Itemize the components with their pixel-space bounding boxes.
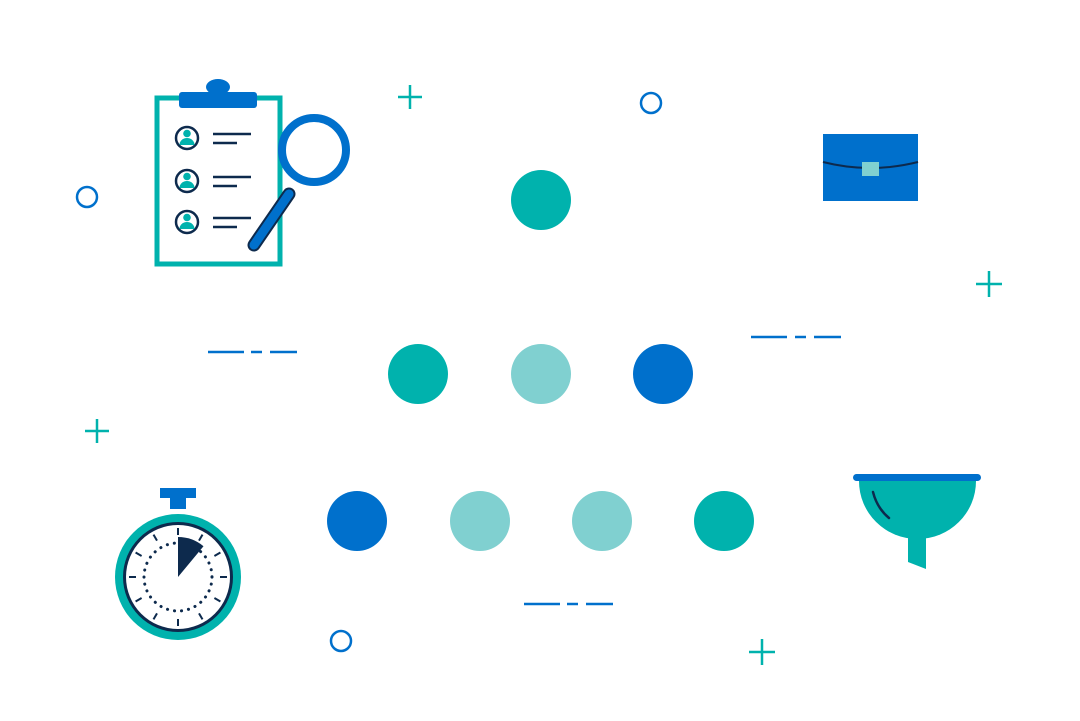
funnel-highlight	[871, 490, 891, 520]
stopwatch-tick	[213, 597, 221, 603]
clipboard-with-magnifier-icon	[154, 79, 350, 267]
stopwatch-icon	[115, 488, 241, 640]
clipboard-list-row	[174, 125, 251, 151]
dot-row3-3	[572, 491, 632, 551]
stopwatch-tick	[135, 551, 143, 557]
dot-row3-2	[450, 491, 510, 551]
dot-pyramid	[327, 170, 754, 551]
funnel-cone	[859, 481, 976, 539]
stopwatch-tick	[213, 551, 221, 557]
stopwatch-dotted-ring	[142, 541, 214, 613]
dot-row3-1	[327, 491, 387, 551]
stopwatch-ticks	[129, 528, 227, 626]
ring-icon	[75, 185, 99, 209]
plus-icon	[749, 639, 775, 665]
avatar-body	[179, 138, 195, 145]
dot-row3-4	[694, 491, 754, 551]
avatar-head	[183, 213, 191, 222]
briefcase-icon	[822, 134, 919, 201]
plus-icon	[976, 271, 1002, 297]
avatar-head	[183, 172, 191, 181]
dot-row2-2	[511, 344, 571, 404]
clipboard-list-row	[174, 168, 251, 194]
stopwatch-button	[160, 488, 196, 498]
magnifier-lens	[278, 114, 350, 186]
stopwatch-stem	[170, 498, 186, 509]
stopwatch-tick	[135, 597, 143, 603]
plus-icon	[85, 419, 109, 443]
dot-row1-1	[511, 170, 571, 230]
briefcase-clasp	[862, 162, 879, 176]
funnel-rim	[853, 474, 981, 481]
stopwatch-tick	[152, 534, 158, 542]
avatar-body	[179, 181, 195, 188]
clipboard-list-row	[174, 209, 251, 235]
ring-icon	[639, 91, 663, 115]
clipboard-clip	[179, 92, 257, 108]
ring-icon	[329, 629, 353, 653]
dot-row2-3	[633, 344, 693, 404]
magnifier-handle	[249, 189, 294, 250]
stopwatch-elapsed-wedge	[178, 537, 204, 577]
stopwatch-tick	[152, 612, 158, 620]
plus-icon	[398, 85, 422, 109]
stopwatch-tick	[198, 534, 204, 542]
funnel-spout	[908, 536, 926, 569]
stopwatch-tick	[198, 612, 204, 620]
avatar-head	[183, 129, 191, 138]
magnifier-icon	[247, 114, 350, 252]
funnel-icon	[853, 474, 981, 569]
dot-row2-1	[388, 344, 448, 404]
avatar-body	[179, 222, 195, 229]
clipboard-clip-top	[206, 79, 230, 95]
